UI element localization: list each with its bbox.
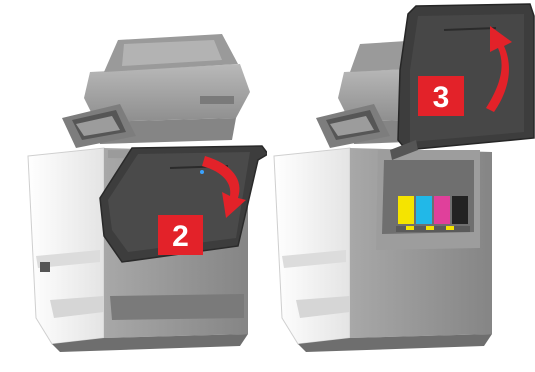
step-2-illustration: 2 (27, 34, 270, 352)
toner-yellow (398, 196, 414, 224)
curved-down-arrow (202, 156, 246, 218)
step-3-number: 3 (433, 81, 450, 114)
control-panel (62, 104, 136, 148)
toner-magenta (434, 196, 450, 224)
step-2-panel: 2 (0, 0, 270, 367)
step-3-illustration: 3 (273, 3, 535, 352)
step-2-number: 2 (172, 220, 189, 253)
curved-up-arrow (486, 26, 512, 112)
toner-cyan (416, 196, 432, 224)
scanner-unit (84, 34, 250, 144)
toner-black (452, 196, 468, 224)
step-3-badge: 3 (418, 76, 464, 116)
step-3-panel: 3 (268, 0, 535, 367)
control-panel (316, 104, 390, 148)
step-2-badge: 2 (158, 215, 203, 255)
toner-cartridges (396, 196, 470, 232)
printer-body (273, 147, 492, 352)
